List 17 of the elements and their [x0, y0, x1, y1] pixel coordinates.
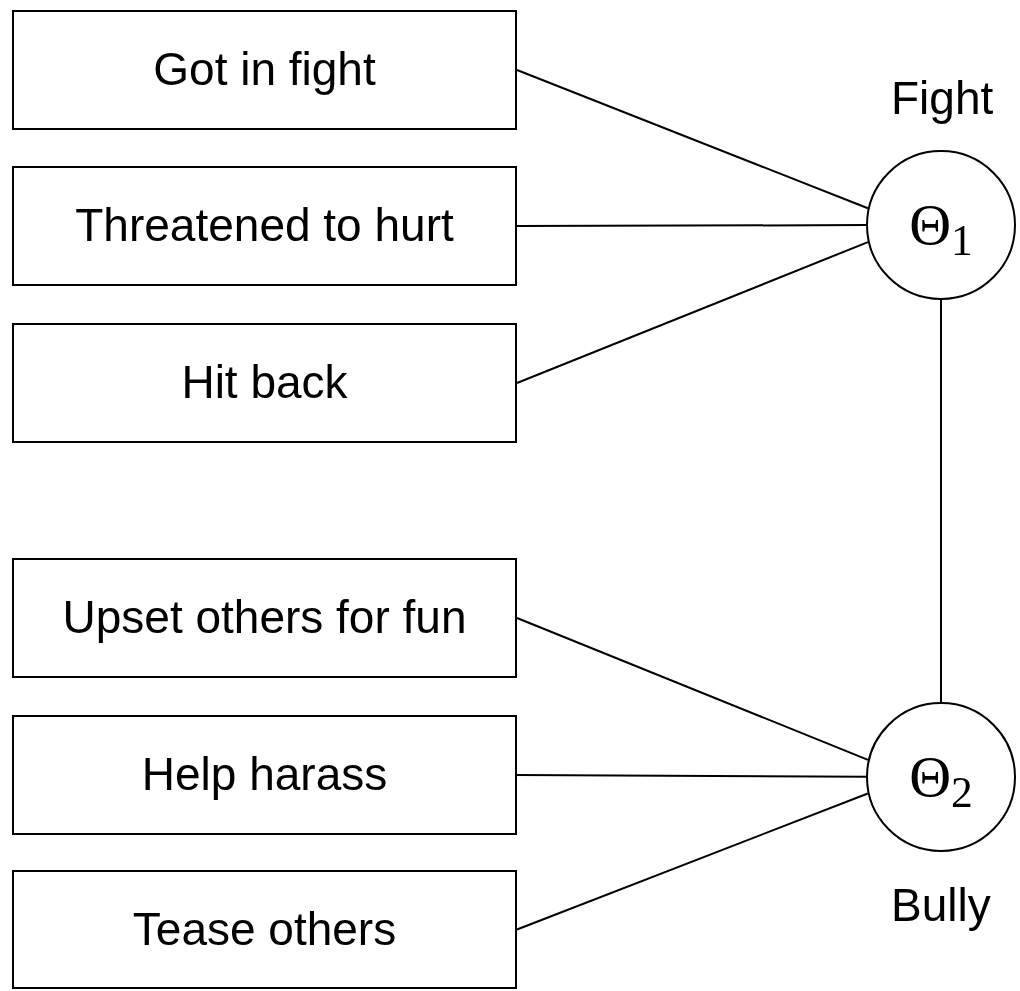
indicator-box [12, 715, 517, 835]
connector-line [516, 224, 867, 227]
indicator-box [12, 870, 517, 989]
factor-symbol: Θ$_{2}$ [909, 748, 973, 806]
factor-symbol: Θ$_{1}$ [909, 196, 973, 254]
connector-line [940, 299, 942, 703]
indicator-box [12, 10, 517, 130]
indicator-label: Help harass [141, 747, 388, 803]
indicator-label: Tease others [132, 901, 397, 957]
indicator-box [12, 323, 517, 443]
indicator-label: Threatened to hurt [75, 198, 454, 254]
indicator-box [12, 166, 517, 286]
indicator-label: Got in fight [153, 42, 376, 98]
indicator-label: Hit back [181, 355, 348, 411]
indicator-label: Upset others for fun [62, 590, 467, 646]
connector-line [516, 774, 867, 778]
indicator-box [12, 558, 517, 678]
